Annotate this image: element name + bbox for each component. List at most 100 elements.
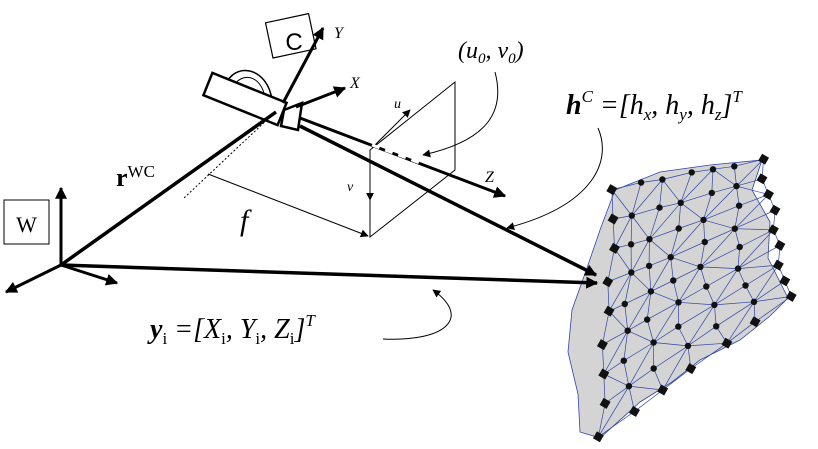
mesh-edge: [630, 239, 650, 273]
mesh-edge: [736, 186, 740, 206]
world-axis-left: [4, 263, 62, 294]
mesh-node: [711, 301, 718, 309]
mesh-edge: [711, 185, 737, 194]
mesh-edge: [703, 185, 737, 221]
mesh-edge: [670, 241, 705, 258]
mesh-edge: [662, 179, 681, 204]
mesh-edges: [598, 158, 792, 438]
image-plane: u v: [347, 80, 456, 239]
mesh-node: [731, 225, 738, 232]
mesh-node: [646, 236, 653, 243]
mesh-edge: [631, 207, 660, 216]
mesh-edge: [711, 169, 714, 193]
mesh-node: [733, 182, 740, 190]
mesh-edge: [634, 389, 663, 412]
mesh-node: [675, 323, 682, 330]
mesh-edge: [631, 182, 642, 216]
mesh-edge: [648, 265, 652, 292]
mesh-edge: [753, 296, 792, 303]
mesh-node: [708, 189, 715, 197]
mesh-edge: [703, 192, 713, 221]
mesh-edge: [687, 304, 715, 347]
world-frame-box: [3, 199, 50, 245]
mesh-edge: [712, 169, 737, 187]
mesh-edge: [714, 285, 746, 306]
mesh-boundary-marker: [758, 153, 770, 165]
mesh-edge: [680, 192, 712, 204]
principal-point-label: (u0, v0): [458, 38, 524, 67]
mesh-node: [628, 212, 635, 219]
mesh-boundary-marker: [592, 431, 604, 443]
mesh-edge: [704, 228, 735, 243]
mesh-edge: [653, 326, 679, 343]
image-axis-u-label: u: [394, 97, 401, 112]
mesh-edge: [678, 304, 715, 327]
mesh-edge: [737, 229, 774, 269]
mesh-node: [697, 263, 704, 271]
mesh-boundary-marker: [599, 397, 611, 409]
mesh-edge: [646, 291, 652, 320]
mesh-nodes: [620, 163, 758, 390]
mesh-edge: [653, 302, 679, 343]
mesh-edge: [726, 321, 756, 344]
mesh-boundary-marker: [603, 305, 615, 317]
mesh-node: [637, 179, 645, 186]
mesh-edge: [687, 326, 717, 347]
mesh-edge: [680, 169, 714, 204]
camera-frame-box: [264, 12, 317, 59]
mesh-edge: [650, 280, 674, 292]
mesh-boundary-marker: [774, 239, 786, 251]
mesh-edge: [716, 301, 755, 327]
world-axis-right: [60, 263, 119, 286]
mesh-edge: [662, 345, 689, 391]
mesh-edge: [627, 319, 648, 332]
mesh-edge: [714, 301, 755, 306]
mesh-node: [670, 277, 677, 284]
mesh-node: [684, 342, 692, 350]
mesh-edge: [631, 215, 650, 240]
mesh-edge: [649, 238, 671, 258]
mesh-edge: [678, 219, 704, 229]
camera: C Y X: [201, 12, 361, 132]
y-vector-label: yi =[Xi, Yi, Zi]T: [147, 311, 316, 348]
mesh-boundary-marker: [772, 259, 784, 271]
mesh-node: [700, 216, 707, 224]
mesh-edge: [631, 179, 663, 216]
mesh-edge: [598, 411, 635, 438]
focal-length-line: [207, 173, 369, 238]
camera-body: [201, 71, 289, 127]
mesh-edge: [734, 194, 769, 229]
mesh-boundary-marker: [606, 184, 618, 196]
mesh-node: [742, 282, 749, 289]
optical-axis-z-label: Z: [485, 169, 495, 186]
mesh-edge: [678, 301, 715, 306]
mesh-edge: [647, 301, 679, 320]
mesh-boundary-marker: [767, 224, 779, 236]
mesh-edge: [754, 296, 792, 323]
mesh-boundary-marker: [763, 189, 774, 200]
mesh-edge: [703, 219, 735, 230]
mesh-node: [628, 269, 635, 276]
mesh-node: [675, 299, 682, 306]
mesh-boundary-marker: [749, 316, 761, 328]
mesh-edge: [705, 286, 715, 306]
mesh-edge: [624, 272, 632, 305]
mesh-edge: [623, 360, 630, 387]
mesh-boundary-marker: [685, 363, 697, 375]
mesh-node: [703, 283, 710, 290]
mesh-node: [625, 383, 633, 390]
mesh-edge: [659, 202, 681, 208]
y-vector-callout: [382, 289, 452, 340]
camera-axis-x-label: X: [349, 75, 361, 92]
focal-dotted-line: [183, 116, 271, 199]
camera-axis-x: [295, 86, 347, 109]
mesh-edge: [659, 179, 663, 208]
mesh-edge: [739, 229, 774, 248]
image-plane-outline: [369, 80, 456, 239]
mesh-boundary-marker: [769, 204, 781, 216]
mesh-edge: [736, 185, 769, 195]
mesh-node: [650, 339, 657, 346]
mesh-boundary-marker: [609, 242, 620, 254]
